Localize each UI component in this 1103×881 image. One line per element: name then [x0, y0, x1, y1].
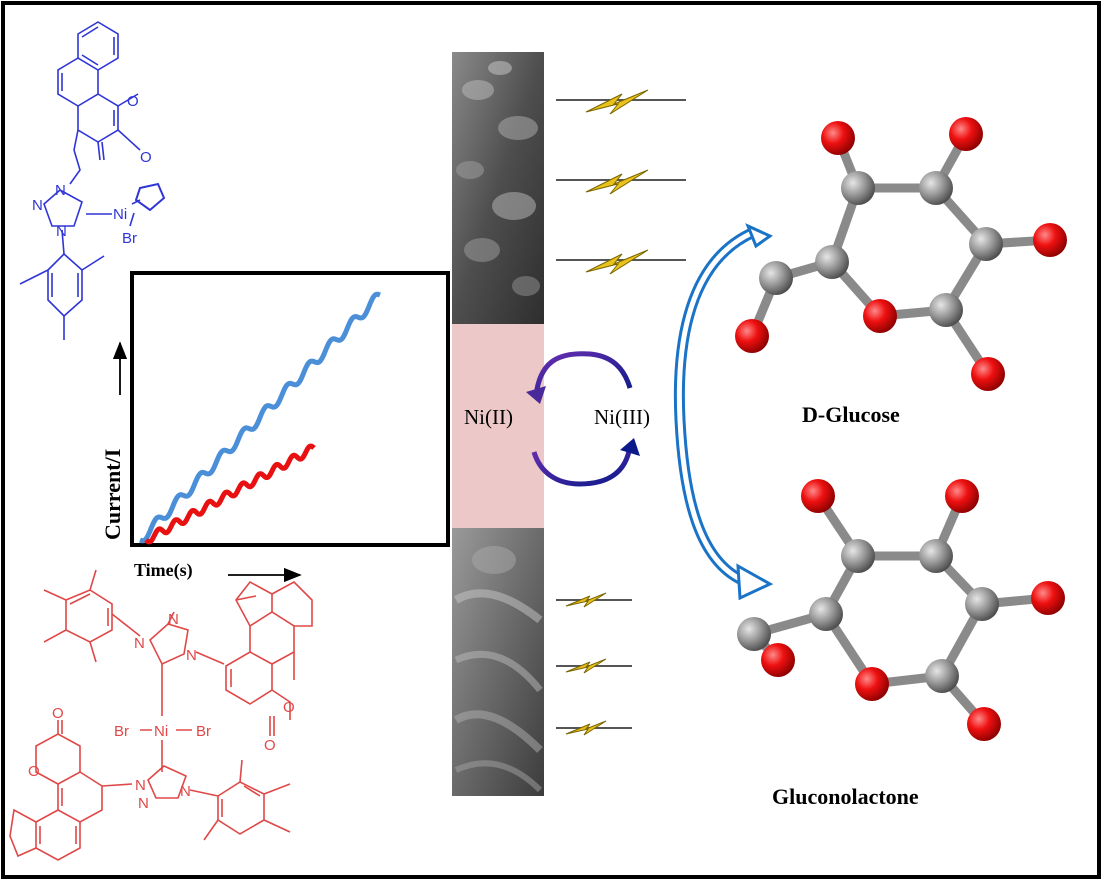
carbon-atom: [841, 539, 875, 573]
plot-x-axis-label: Time(s): [134, 560, 193, 581]
oxygen-atom: [821, 121, 855, 155]
oxygen-atom: [761, 643, 795, 677]
current-time-plot: Current/I Time(s): [100, 271, 450, 583]
blue-atom-n1: N: [55, 182, 66, 199]
blue-atom-o-ring: O: [127, 93, 139, 110]
lightning-icon: [556, 169, 686, 195]
blue-atom-ni: Ni: [113, 206, 127, 223]
carbon-atom: [965, 587, 999, 621]
gluconolactone-label: Gluconolactone: [772, 784, 919, 809]
blue-atom-labels: O O N N N Ni Br: [32, 93, 152, 247]
red-atom-o-keto-b: O: [52, 705, 64, 722]
ni-ii-label: Ni(II): [464, 405, 513, 429]
red-atom-br-right: Br: [196, 723, 211, 740]
blue-atom-n2: N: [32, 197, 43, 214]
lightning-icon: [556, 658, 632, 674]
sem-texture-bottom: [453, 546, 543, 793]
circular-arrows-icon: [533, 351, 633, 397]
carbon-atom: [809, 597, 843, 631]
red-atom-ni: Ni: [154, 723, 168, 740]
blue-ni-complex-structure: [19, 21, 166, 340]
oxygen-atom: [855, 667, 889, 701]
blue-atom-o-keto: O: [140, 149, 152, 166]
plot-y-axis-label: Current/I: [100, 449, 125, 540]
carbon-atom: [759, 261, 793, 295]
lightning-bolts: [556, 89, 686, 736]
carbon-atom: [815, 245, 849, 279]
oxygen-atom: [949, 117, 983, 151]
red-atom-o-keto-a: O: [264, 737, 276, 754]
red-current-curve: [144, 443, 316, 545]
d-glucose-label: D-Glucose: [802, 402, 900, 427]
red-atom-o-ring-b: O: [28, 763, 40, 780]
ni-iii-label: Ni(III): [594, 405, 650, 429]
red-atom-n-e: N: [138, 795, 149, 812]
arrowhead-icon: [620, 438, 640, 456]
oxygen-atom: [971, 357, 1005, 391]
blue-atom-n3: N: [56, 223, 67, 240]
red-atom-br-left: Br: [114, 723, 129, 740]
plot-frame: [130, 271, 450, 547]
sem-texture-top: [456, 61, 540, 296]
carbon-atom: [919, 539, 953, 573]
red-atom-labels: N N N Ni Br Br N N N O O O O: [28, 611, 295, 812]
red-atom-n-c: N: [186, 647, 197, 664]
red-atom-n-a: N: [134, 635, 145, 652]
redox-cycle: Ni(II) Ni(III): [464, 351, 650, 487]
d-glucose-model: D-Glucose: [735, 117, 1067, 427]
red-atom-n-f: N: [180, 783, 191, 800]
oxygen-atom: [967, 707, 1001, 741]
oxygen-atom: [863, 299, 897, 333]
oxygen-atom: [1033, 223, 1067, 257]
oxygen-atom: [735, 319, 769, 353]
red-ni-complex-structure: [9, 569, 313, 861]
electrode-strip: [452, 52, 544, 796]
oxygen-atom: [1031, 581, 1065, 615]
lightning-icon: [556, 592, 632, 608]
red-atom-n-d: N: [135, 777, 146, 794]
carbon-atom: [841, 171, 875, 205]
pink-reaction-zone: [452, 324, 544, 528]
red-atom-o-ring-a: O: [283, 699, 295, 716]
carbon-atom: [929, 293, 963, 327]
circular-arrows-icon: [531, 445, 633, 487]
carbon-atom: [737, 617, 771, 651]
red-atom-n-b: N: [168, 611, 179, 628]
oxygen-atom: [801, 479, 835, 513]
lightning-icon: [556, 249, 686, 275]
lightning-icon: [556, 720, 632, 736]
lightning-icon: [556, 89, 686, 115]
curved-double-arrow-icon: [673, 223, 774, 601]
carbon-atom: [969, 227, 1003, 261]
gluconolactone-model: Gluconolactone: [737, 479, 1065, 809]
blue-atom-br: Br: [122, 230, 137, 247]
arrowhead-icon: [526, 386, 546, 404]
carbon-atom: [919, 171, 953, 205]
blue-current-curve: [139, 291, 381, 544]
carbon-atom: [925, 659, 959, 693]
oxygen-atom: [945, 479, 979, 513]
